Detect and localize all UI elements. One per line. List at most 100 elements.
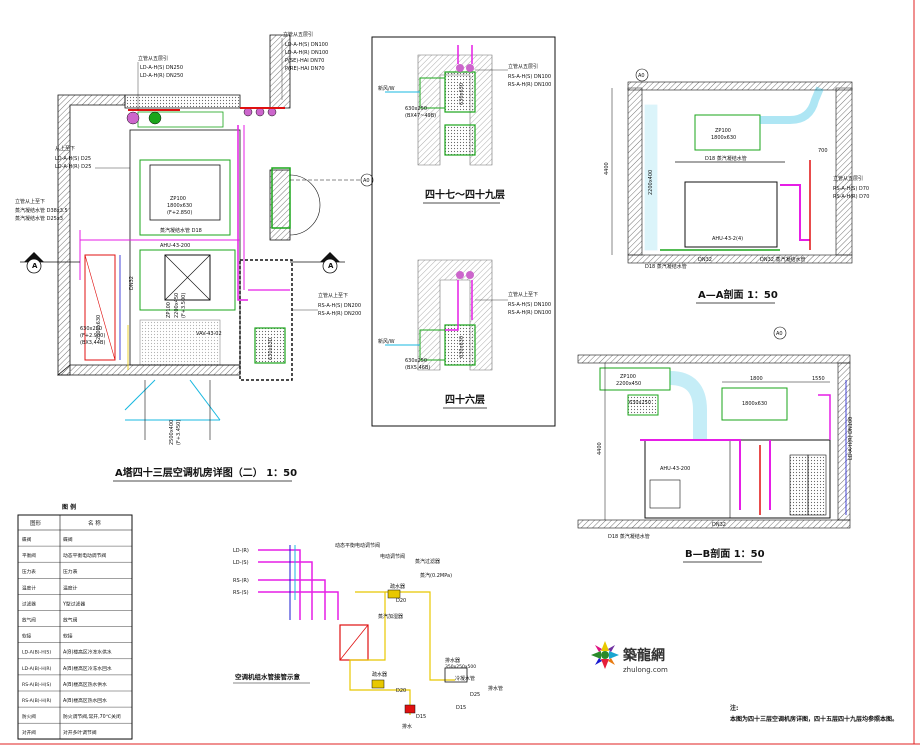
shaft-frame: [239, 259, 293, 381]
aa-ahu: [684, 181, 778, 248]
bb-axis-bubble: [773, 326, 787, 340]
aa-cyan-block: [644, 104, 658, 251]
ahu-lower: [139, 249, 236, 311]
box-left-label: 2500x630: [96, 315, 102, 340]
aa-right-2: RS-A-H(R) D70: [833, 194, 869, 200]
f46-pipe: [445, 280, 459, 331]
aa-title: A—A剖面 1：50: [698, 288, 778, 301]
legend: 图 例 图形 名 称 蝶阀蝶阀平衡阀动态平衡电动调节阀压力表压力表温度计温度计过…: [17, 503, 133, 740]
logo-mark: [591, 641, 619, 669]
bb-magenta-1: [640, 439, 741, 510]
legend-title: 图 例: [62, 503, 76, 511]
lower-duct: [139, 319, 221, 366]
aa-duct-elbow: [760, 86, 824, 124]
legend-row-symbol: 蝶阀: [22, 536, 32, 543]
sch-yellow-2: [385, 591, 455, 681]
zp-mid-label: ZP100: [166, 302, 172, 318]
sch-valve-2: 电动调节阀: [380, 553, 405, 560]
section-circle-left: [26, 258, 42, 274]
aa-slab-bottom: [627, 254, 853, 264]
left-tall-box: [84, 254, 116, 361]
left-tall-box-diag: [84, 254, 116, 361]
legend-row-symbol: 防火阀: [22, 713, 36, 720]
legend-row-name: 蝶阀: [63, 536, 73, 543]
f46-box: [444, 324, 476, 366]
riser-e: [267, 107, 277, 117]
axis-bubble-label: A0: [363, 178, 370, 184]
f4749-riser-2: [466, 64, 474, 72]
column-right: [269, 169, 291, 241]
f4749-duct: [419, 77, 446, 109]
callout-top-left-1: LD-A-H(S) DN250: [140, 65, 183, 71]
sch-d25: D25: [470, 692, 480, 698]
sch-ld-r-label: LD-(R): [233, 548, 249, 554]
duct-1-level: (F+2.900): [80, 333, 105, 339]
duct-2-label: 2200x450: [174, 293, 180, 318]
sch-drain-1: 疏水器: [390, 583, 405, 590]
bb-dim-2: 1550: [812, 376, 825, 382]
sch-ld-s-label: LD-(S): [233, 560, 249, 566]
bb-title: B—B剖面 1：50: [685, 547, 765, 560]
legend-row-name: A(B)楼高区冷冻水供水: [63, 649, 112, 656]
f46-header: 立管从上至下: [508, 291, 538, 298]
ahu-body: [139, 159, 231, 236]
aa-zp-size: 1800x630: [711, 135, 736, 141]
section-marker-right: [320, 252, 340, 262]
shaft-box: [254, 327, 286, 364]
callout-left-2: LD-A-H(R) D25: [55, 164, 91, 170]
bb-wall-right: [837, 362, 851, 521]
axis-bubble: [360, 173, 374, 187]
aa-axis-bubble: [635, 68, 649, 82]
logo: 築龍網 zhulong.com: [591, 641, 668, 674]
zp-top-size: 1800x630: [167, 203, 192, 209]
bb-riser-label: LD-A-H(R) DN100: [848, 417, 854, 460]
sch-trap: 排水器: [445, 657, 460, 664]
legend-row-symbol: 过滤器: [22, 600, 36, 607]
zp-box-top: [149, 164, 221, 221]
duct-1-label: 630x250: [80, 326, 102, 332]
bb-duct-elbow: [669, 371, 707, 440]
main-plan-title: A塔四十三层空调机房详图（二） 1：50: [115, 466, 297, 479]
f46-box-label: 630x630: [459, 336, 465, 358]
legend-row-name: A(B)楼高区冷冻水回水: [63, 665, 112, 672]
bb-ahu-coil-1: [789, 454, 809, 516]
bb-zp-label: ZP100: [620, 374, 636, 380]
legend-col-name: 名 称: [88, 519, 101, 527]
f4749-line1: RS-A-H(S) DN100: [508, 74, 551, 80]
callout-top-right-2: LD-A-H(R) DN100: [285, 50, 328, 56]
sch-drain-2: 疏水器: [372, 671, 387, 678]
callout-left-header2: 立管从上至下: [15, 198, 45, 205]
bb-zp-size: 2200x450: [616, 381, 641, 387]
sch-steam: 蒸汽(0.2MPa): [420, 572, 452, 579]
f4749-duct-tag: (BX47~49B): [405, 113, 436, 119]
logo-url: zhulong.com: [623, 666, 668, 674]
legend-row-name: 软接: [63, 633, 73, 640]
aa-box-label: 2200x400: [648, 170, 654, 195]
legend-row-name: 温度计: [63, 584, 78, 591]
bb-ahu-fan: [649, 479, 681, 509]
note-text: 本图为四十三层空调机房详图，四十五层四十九层均参照本图。: [730, 715, 898, 723]
legend-col-symbol: 图形: [30, 519, 42, 527]
callout-right-1: RS-A-H(S) DN200: [318, 303, 361, 309]
wall-bottom: [56, 364, 241, 376]
sch-trap-2: [371, 679, 385, 689]
aa-bottom-2: DN32 蒸汽凝结水管: [760, 256, 806, 263]
callout-top-left-2: LD-A-H(R) DN250: [140, 73, 183, 79]
zp-top-level: (F+2.850): [167, 210, 192, 216]
f4749-title: 四十七～四十九层: [425, 188, 505, 201]
f4749-box-top: [444, 71, 476, 113]
legend-row-name: 对开多叶调节阀: [63, 729, 97, 736]
aa-slab-top: [627, 81, 853, 91]
floor-panel-frame: [371, 36, 556, 427]
bb-box-label: 1800x630: [742, 401, 767, 407]
callout-left-1: LD-A-H(S) D25: [55, 156, 91, 162]
bb-slab-top: [577, 354, 851, 364]
callout-left-header: 从上至下: [55, 145, 75, 152]
callout-left-3: 蒸汽凝结水管 D38x3.5: [15, 207, 68, 214]
sch-drain-tube: 排水管: [488, 685, 503, 692]
legend-row-name: 放气阀: [63, 617, 78, 624]
f46-title: 四十六层: [445, 393, 485, 406]
aa-bottom-1: DN32: [698, 257, 712, 263]
